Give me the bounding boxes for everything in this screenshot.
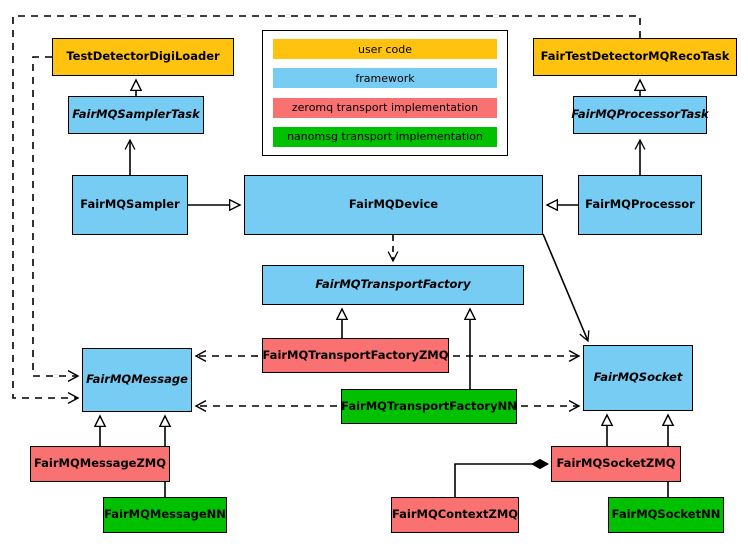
legend-label: zeromq transport implementation bbox=[291, 101, 479, 115]
legend-item-nanomsg: nanomsg transport implementation bbox=[273, 126, 497, 147]
legend-panel: user code framework zeromq transport imp… bbox=[262, 30, 508, 156]
class-node-fairmqtransportfactoryzmq[interactable]: FairMQTransportFactoryZMQ bbox=[262, 338, 449, 373]
class-node-fairmqtransportfactory[interactable]: FairMQTransportFactory bbox=[262, 265, 524, 305]
edge-contextzmq-to-socketzmq bbox=[454, 458, 550, 497]
class-node-testdetectordigiloader[interactable]: TestDetectorDigiLoader bbox=[52, 38, 234, 76]
class-node-fairmqsampler[interactable]: FairMQSampler bbox=[72, 175, 188, 235]
class-node-fairmqprocessor[interactable]: FairMQProcessor bbox=[578, 175, 702, 235]
class-node-fairmqmessagenn[interactable]: FairMQMessageNN bbox=[103, 497, 227, 533]
legend-item-framework: framework bbox=[273, 68, 497, 89]
class-node-fairmqmessagezmq[interactable]: FairMQMessageZMQ bbox=[30, 446, 170, 482]
class-node-fairmqsocket[interactable]: FairMQSocket bbox=[583, 345, 693, 411]
edge-device-to-socket bbox=[542, 233, 590, 343]
class-node-fairmqcontextzmq[interactable]: FairMQContextZMQ bbox=[391, 497, 519, 533]
class-node-fairmqmessage[interactable]: FairMQMessage bbox=[82, 348, 192, 412]
legend-item-zeromq: zeromq transport implementation bbox=[273, 97, 497, 118]
legend-item-user-code: user code bbox=[273, 39, 497, 59]
class-node-fairmqprocessortask[interactable]: FairMQProcessorTask bbox=[571, 96, 709, 134]
edge-recotask-to-message bbox=[12, 15, 641, 398]
legend-label: user code bbox=[357, 42, 413, 56]
class-node-fairmqsamplertask[interactable]: FairMQSamplerTask bbox=[68, 96, 204, 134]
legend-label: framework bbox=[355, 71, 415, 85]
class-node-fairmqtransportfactorynn[interactable]: FairMQTransportFactoryNN bbox=[341, 389, 517, 424]
class-node-fairmqsocketnn[interactable]: FairMQSocketNN bbox=[608, 497, 724, 533]
class-node-fairtestdetectormqrecotask[interactable]: FairTestDetectorMQRecoTask bbox=[533, 38, 737, 76]
class-node-fairmqsocketzmq[interactable]: FairMQSocketZMQ bbox=[551, 446, 681, 482]
class-node-fairmqdevice[interactable]: FairMQDevice bbox=[244, 175, 543, 235]
legend-label: nanomsg transport implementation bbox=[287, 130, 483, 144]
